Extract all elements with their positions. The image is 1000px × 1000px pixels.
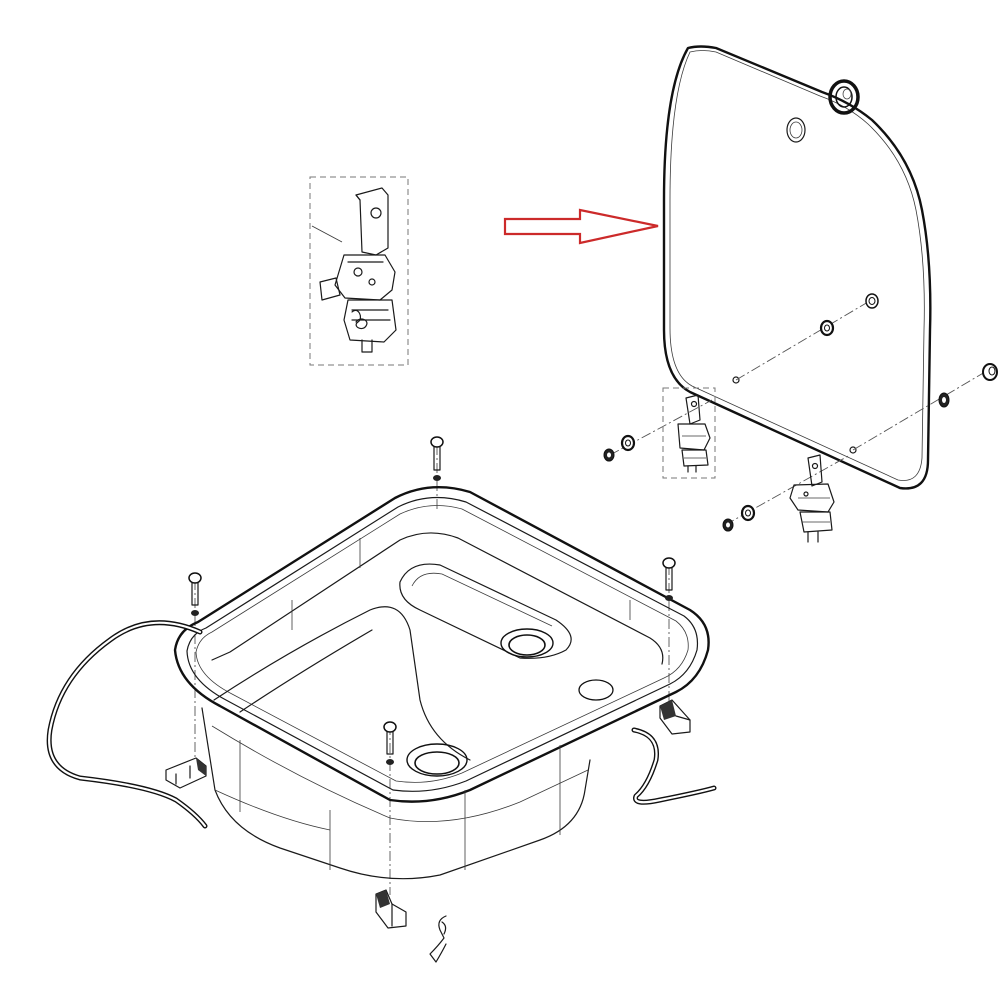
mounting-screws: [188, 436, 676, 765]
mounting-clips: [165, 699, 691, 929]
sink-basin: [173, 486, 710, 880]
callout-arrow: [503, 208, 659, 245]
glass-lid: [662, 45, 932, 490]
hinge-screws: [603, 293, 998, 532]
leader-lines: [194, 301, 986, 895]
hinge-detail-small: [662, 387, 716, 479]
spring-clip: [429, 915, 447, 963]
drain-outlet: [406, 628, 614, 777]
gasket-hose-left: [46, 620, 208, 829]
gasket-hose-right: [631, 727, 717, 805]
hinge-bracket: [789, 454, 835, 543]
lid-grommet: [828, 79, 860, 115]
hinge-detail-large: [309, 176, 409, 366]
